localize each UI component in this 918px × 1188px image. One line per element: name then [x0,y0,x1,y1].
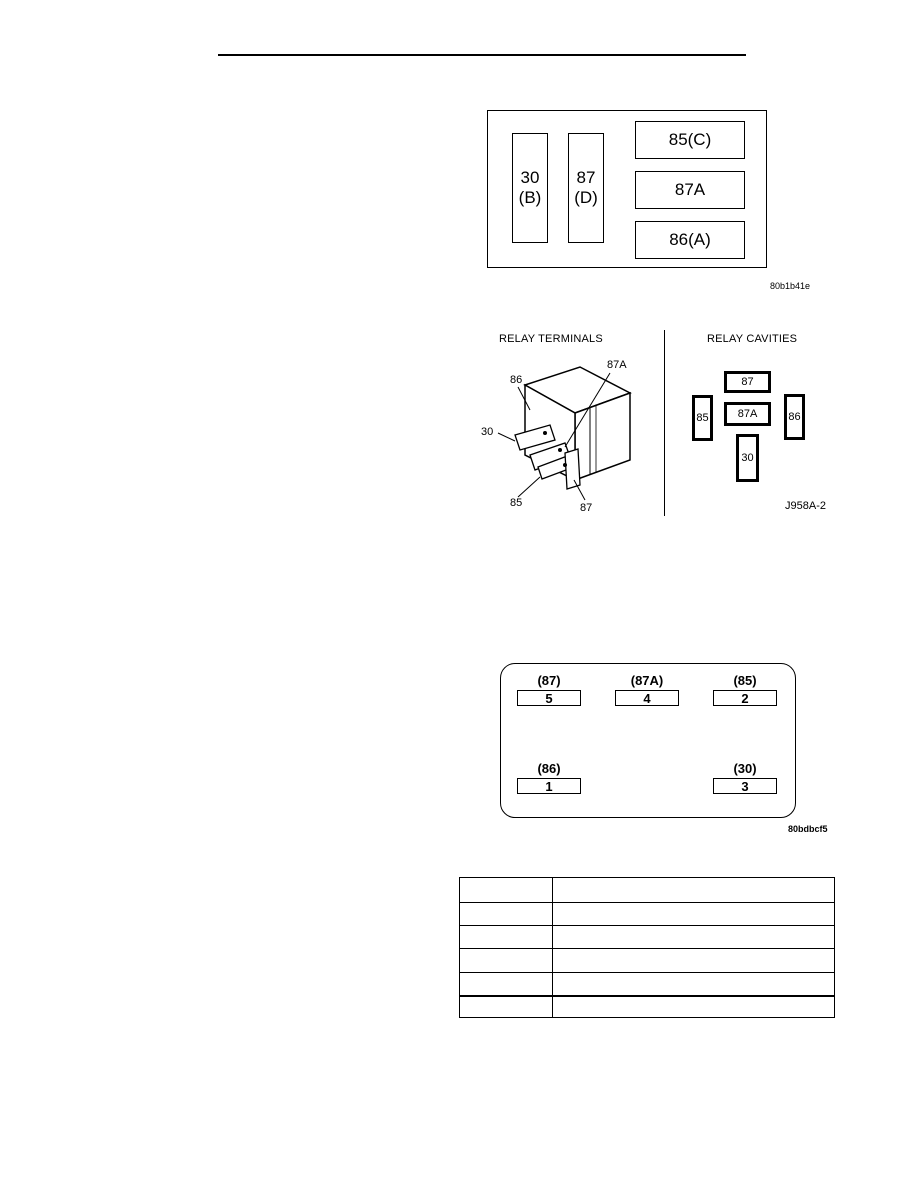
cavity-87: 87 [724,371,771,393]
leader-86 [517,386,531,411]
terminal-87-sub-label: (D) [574,188,598,207]
header-rule [218,54,746,56]
cavity-30: 30 [736,434,759,482]
leader-85 [517,476,541,498]
table-row [460,902,834,903]
relay-cavities-title: RELAY CAVITIES [707,333,798,345]
terminal-86-callout: 86 [510,374,523,386]
pin-4-box: 4 [615,690,679,706]
pin-2-box: 2 [713,690,777,706]
relay-connector-diagram: (87) 5 (87A) 4 (85) 2 (86) 1 (30) 3 [500,663,796,818]
relay-terminals-title: RELAY TERMINALS [499,333,603,345]
terminal-87a-box: 87A [635,171,745,209]
table-column-divider [552,878,553,1017]
figure-id: 80b1b41e [770,281,811,291]
pin-4-number: 4 [643,690,651,706]
pin-5-box: 5 [517,690,581,706]
terminal-30-sub-label: (B) [518,188,542,207]
cavity-87a: 87A [724,402,771,426]
table-row [460,972,834,973]
blade-hole [543,431,547,435]
figure-id: J958A-2 [785,500,826,512]
cavity-85: 85 [692,395,713,441]
pin-2-terminal-label: (85) [733,673,757,688]
pin-4-terminal-label: (87A) [630,673,664,688]
terminal-87-blade [564,448,581,490]
terminal-85-box: 85(C) [635,121,745,159]
terminal-87-box: 87 (D) [568,133,604,243]
blade-hole [558,448,562,452]
pin-1-terminal-label: (86) [537,761,561,776]
cavity-86: 86 [784,394,805,440]
pin-3-number: 3 [741,778,749,794]
table-row [460,925,834,926]
relay-table [459,877,835,1018]
pin-1-number: 1 [545,778,553,794]
terminal-30-label: 30 [520,168,540,187]
pin-3-terminal-label: (30) [733,761,757,776]
pin-3-box: 3 [713,778,777,794]
terminal-87a-callout: 87A [607,359,627,371]
relay-illustration [497,366,632,501]
pin-5-number: 5 [545,690,553,706]
cavity-30-label: 30 [741,452,754,464]
leader-87 [573,479,586,501]
figure-id: 80bdbcf5 [788,824,828,834]
cavity-87a-label: 87A [737,408,758,420]
terminal-86-box: 86(A) [635,221,745,259]
terminal-30-callout: 30 [481,426,494,438]
pin-1-box: 1 [517,778,581,794]
figure-divider [664,330,665,516]
terminal-87-label: 87 [576,168,596,187]
leader-87a [564,372,611,448]
cavity-86-label: 86 [788,411,801,423]
pin-5-terminal-label: (87) [537,673,561,688]
cavity-87-label: 87 [741,376,754,388]
pin-2-number: 2 [741,690,749,706]
terminal-87a-label: 87A [674,180,706,199]
cavity-85-label: 85 [696,412,709,424]
terminal-85-label: 85(C) [668,130,712,149]
relay-terminal-diagram: 30 (B) 87 (D) 85(C) 87A 86(A) [487,110,767,268]
leader-30 [497,432,516,442]
terminal-85-callout: 85 [510,497,523,509]
table-row [460,995,834,997]
blade-hole [563,463,567,467]
terminal-86-label: 86(A) [669,230,711,249]
terminal-87-callout: 87 [580,502,593,514]
table-row [460,948,834,949]
terminal-30-box: 30 (B) [512,133,548,243]
